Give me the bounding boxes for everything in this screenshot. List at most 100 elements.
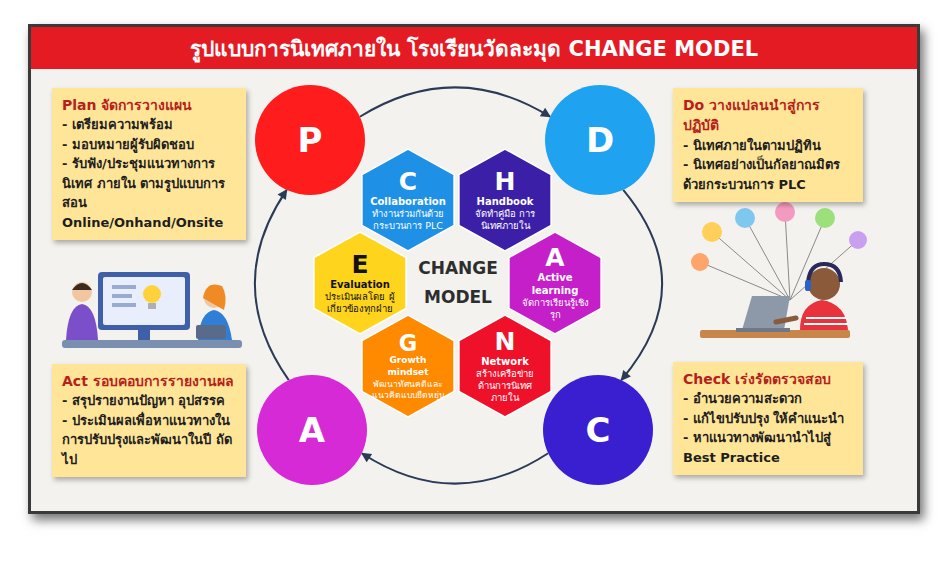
kid-arm: [776, 318, 796, 322]
panel-heading: Do วางแปลนนำสู่การปฏิบัติ: [683, 95, 853, 136]
phase-letter: C: [586, 410, 611, 450]
hexagon-desc: ประเมินผลโดย ผู้เกี่ยวข้องทุกฝ่าย: [323, 291, 397, 315]
hexagon-term: Network: [481, 355, 529, 368]
network-line: [790, 240, 858, 300]
screen-face: [103, 277, 185, 325]
phase-letter: P: [298, 120, 323, 160]
panel-heading: Check เร่งรัดตรวจสอบ: [683, 369, 853, 389]
laptop: [742, 296, 790, 330]
text-panel: Act รอบคอบการรายงานผล- สรุปรายงานปัญหา อ…: [52, 364, 246, 477]
hexagon-letter: H: [495, 169, 516, 195]
phase-circle: P: [255, 85, 365, 195]
panel-item: - เตรียมความพร้อม: [62, 115, 236, 135]
hexagon-outline: [362, 149, 454, 251]
panel-item: - นิเทศอย่างเป็นกัลยาณมิตร ด้วยกระบวนการ…: [683, 155, 853, 194]
phase-letter: A: [299, 410, 325, 450]
hexagon-text: AActive learningจัดการเรียนรู้เชิงรุก: [518, 245, 592, 321]
model-hexagon: NNetworkสร้างเครือข่าย ด้านการนิเทศภายใน: [458, 314, 552, 418]
panel-heading: Plan จัดการวางแผน: [62, 95, 236, 115]
hexagon-shape: [361, 314, 455, 418]
phase-letter: D: [586, 120, 614, 160]
screen-stand: [138, 330, 150, 340]
network-line: [700, 262, 790, 300]
hexagon-desc: พัฒนาทัศนคติและ แนวคิดแบบยืดหยุ่น: [369, 379, 447, 400]
hexagon-text: HHandbookจัดทำคู่มือ การนิเทศภายใน: [468, 169, 542, 232]
headphone-cup: [805, 280, 811, 291]
hexagon-letter: N: [495, 329, 516, 355]
hexagon-term: Collaboration: [370, 195, 446, 208]
panel-heading: Act รอบคอบการรายงานผล: [62, 371, 236, 391]
hexagon-term: Handbook: [477, 195, 534, 208]
hexagon-outline: [459, 315, 551, 417]
phase-circle: A: [257, 375, 367, 485]
bulb: [143, 285, 161, 303]
model-hexagon: GGrowth mindsetพัฒนาทัศนคติและ แนวคิดแบบ…: [361, 314, 455, 418]
hexagon-term: Growth mindset: [369, 355, 447, 378]
panel-item: - หาแนวทางพัฒนานำไปสู่ Best Practice: [683, 428, 853, 467]
title-bar: รูปแบบการนิเทศภายใน โรงเรียนวัดละมุด CHA…: [31, 27, 917, 69]
panel-item: - มอบหมายผู้รับผิดชอบ: [62, 135, 236, 155]
face-icon: [691, 253, 709, 271]
hexagon-text: EEvaluationประเมินผลโดย ผู้เกี่ยวข้องทุก…: [323, 252, 397, 315]
hexagon-outline: [459, 149, 551, 251]
person-body: [66, 304, 98, 340]
hexagon-letter: E: [351, 252, 368, 278]
kid-body: [800, 300, 848, 330]
center-label: CHANGE MODEL: [413, 254, 503, 312]
model-hexagon: CCollaborationทำงานร่วมกันด้วย กระบวนการ…: [361, 148, 455, 252]
desk: [62, 340, 242, 348]
hexagon-desc: จัดทำคู่มือ การนิเทศภายใน: [468, 208, 542, 232]
model-hexagon: EEvaluationประเมินผลโดย ผู้เกี่ยวข้องทุก…: [313, 231, 407, 335]
model-hexagon: AActive learningจัดการเรียนรู้เชิงรุก: [508, 231, 602, 335]
hexagon-desc: สร้างเครือข่าย ด้านการนิเทศภายใน: [468, 368, 542, 404]
hexagon-outline: [509, 232, 601, 334]
network-illustration: [691, 202, 867, 338]
cycle-arrow: [360, 87, 550, 116]
hexagon-outline: [362, 315, 454, 417]
network-lines: [700, 212, 858, 300]
headphones: [808, 264, 841, 282]
bulb-base: [148, 303, 156, 309]
face-icon: [815, 208, 835, 228]
hexagon-term: Evaluation: [330, 278, 390, 291]
face-icon: [735, 208, 755, 228]
hexagon-letter: G: [399, 332, 417, 356]
person-hair: [203, 285, 226, 311]
laptop: [196, 325, 226, 339]
panel-item: - นิเทศภายในตามปฏิทิน: [683, 136, 853, 156]
hexagon-text: NNetworkสร้างเครือข่าย ด้านการนิเทศภายใน: [468, 329, 542, 404]
panel-item: - ประเมินผลเพื่อหาแนวทางใน การปรับปรุงแล…: [62, 411, 236, 470]
screen-line: [112, 294, 132, 298]
phase-circle: C: [543, 375, 653, 485]
screen: [98, 272, 190, 330]
hexagon-desc: จัดการเรียนรู้เชิงรุก: [518, 297, 592, 321]
hexagon-letter: C: [399, 169, 417, 195]
face-icon: [849, 231, 867, 249]
hexagon-term: Active learning: [518, 271, 592, 297]
hexagon-text: GGrowth mindsetพัฒนาทัศนคติและ แนวคิดแบบ…: [369, 332, 447, 400]
hexagon-letter: A: [545, 245, 564, 271]
shirt-stripes: [804, 318, 848, 324]
people-illustration: [62, 272, 242, 348]
panel-item: - สรุปรายงานปัญหา อุปสรรค: [62, 391, 236, 411]
phase-circle: D: [545, 85, 655, 195]
panel-item: - รับฟัง/ประชุมแนวทางการนิเทศ ภายใน ตามร…: [62, 154, 236, 232]
person-head: [72, 282, 92, 302]
panel-item: - แก้ไขปรับปรุง ให้คำแนะนำ: [683, 409, 853, 429]
network-line: [745, 218, 790, 300]
title-text: รูปแบบการนิเทศภายใน โรงเรียนวัดละมุด CHA…: [190, 32, 758, 65]
cycle-arrow: [621, 190, 662, 380]
cycle-arrow: [255, 190, 289, 380]
cycle-arrow: [362, 453, 548, 483]
screen-line: [112, 285, 136, 289]
hexagon-outline: [314, 232, 406, 334]
screen-line: [112, 303, 136, 307]
face-icon: [775, 202, 795, 222]
text-panel: Do วางแปลนนำสู่การปฏิบัติ- นิเทศภายในตาม…: [673, 88, 863, 202]
face-icons: [691, 202, 867, 271]
text-panel: Plan จัดการวางแผน- เตรียมความพร้อม- มอบห…: [52, 88, 246, 240]
network-line: [785, 212, 790, 300]
network-line: [712, 232, 790, 300]
text-panel: Check เร่งรัดตรวจสอบ- อำนวยความสะดวก- แก…: [673, 362, 863, 475]
